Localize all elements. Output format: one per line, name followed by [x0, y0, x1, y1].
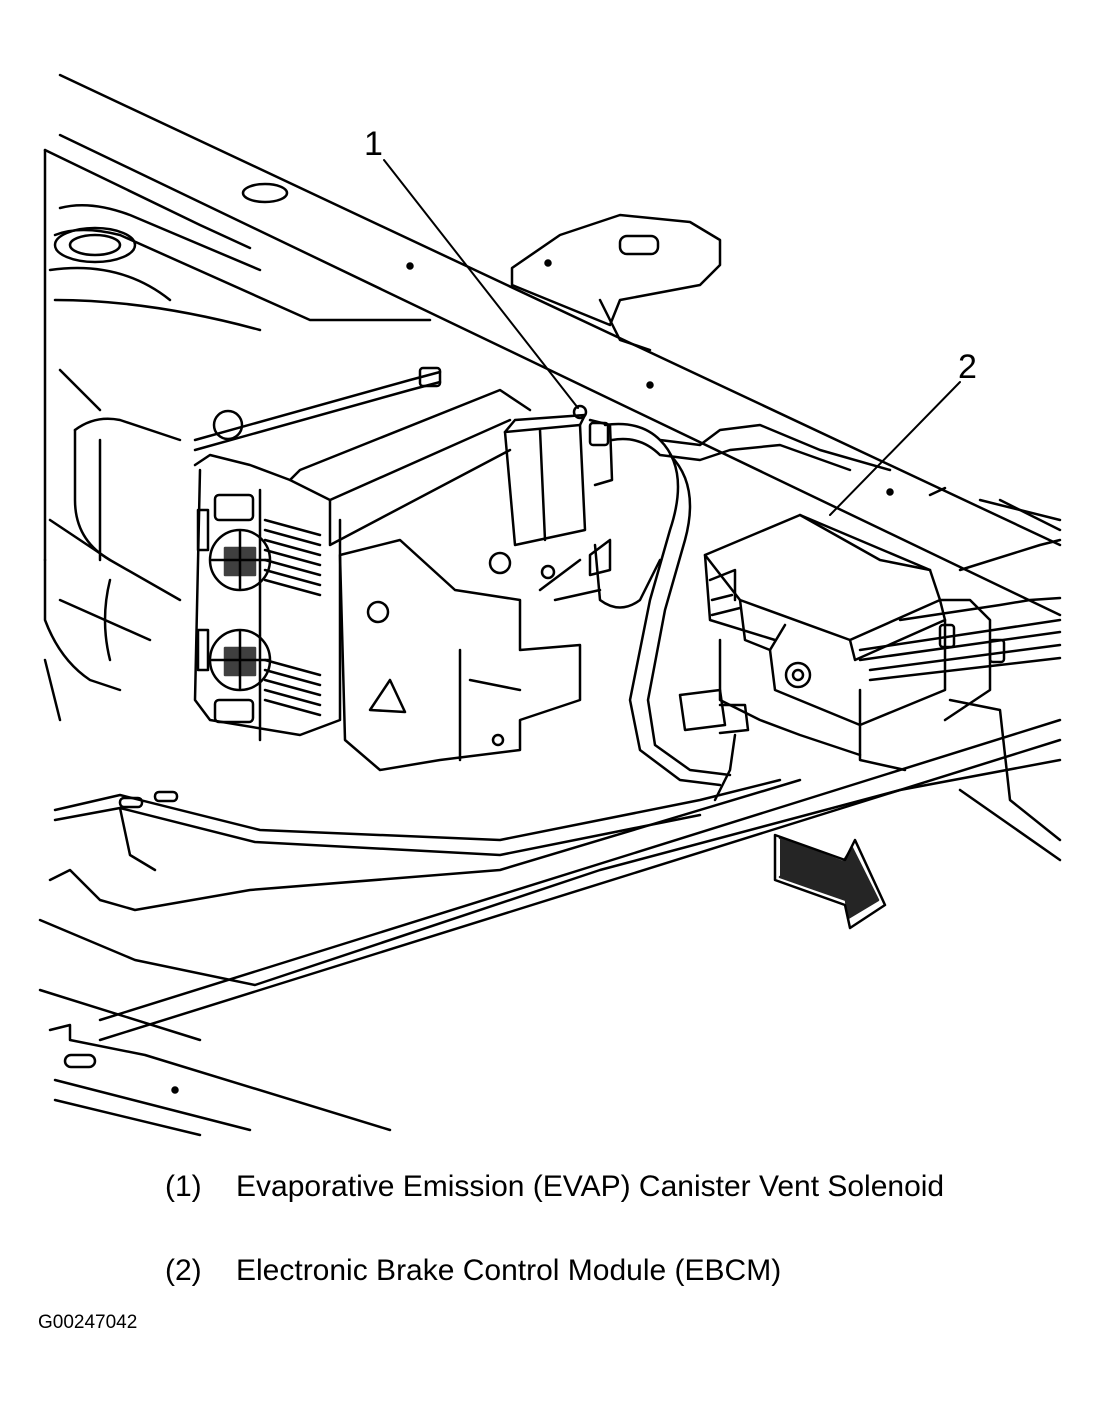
- frame-bracket: [510, 213, 722, 352]
- figure-id: G00247042: [38, 1312, 138, 1333]
- ebcm-module: [703, 513, 992, 772]
- fuel-tank: [43, 148, 432, 722]
- lower-frame: [38, 498, 1062, 1042]
- legend-text: Evaporative Emission (EVAP) Canister Ven…: [236, 1170, 945, 1203]
- canister-mount-bracket: [338, 538, 582, 772]
- arrow-forward-icon: [773, 833, 887, 930]
- callout-leader-lines: [383, 159, 961, 516]
- wiring-harness: [538, 422, 892, 787]
- callout-number-1: 1: [364, 125, 383, 163]
- frame-rail: [43, 73, 1062, 617]
- evap-vent-solenoid: [503, 404, 614, 580]
- fuel-line: [193, 366, 442, 452]
- crossmember: [48, 1023, 392, 1137]
- evap-canister: [193, 388, 532, 742]
- legend-number: (1): [165, 1170, 202, 1203]
- callout-number-2: 2: [958, 348, 977, 386]
- component-location-illustration: [38, 73, 1062, 1137]
- brake-lines: [858, 538, 1062, 682]
- legend-number: (2): [165, 1254, 202, 1287]
- legend-text: Electronic Brake Control Module (EBCM): [236, 1254, 782, 1287]
